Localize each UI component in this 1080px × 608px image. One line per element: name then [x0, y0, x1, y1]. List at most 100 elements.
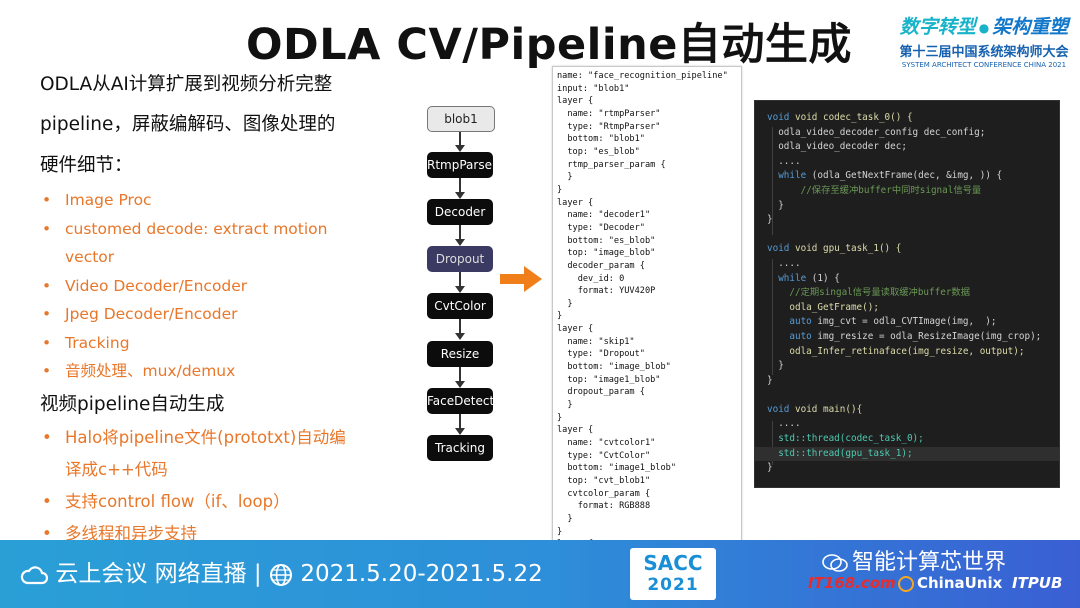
flow-edge: [459, 132, 461, 146]
flow-edge: [459, 367, 461, 382]
code-keyword: while: [778, 170, 807, 182]
intro-line-2: pipeline，屏蔽编解码、图像处理的: [40, 114, 336, 135]
arrow-down-icon: [455, 428, 465, 435]
code-text: img_cvt = odla_CVTImage(img, );: [811, 316, 997, 328]
globe-icon: [270, 563, 292, 586]
list-item-text: Video Decoder/Encoder: [65, 276, 248, 295]
flow-node-resize: Resize: [427, 341, 493, 367]
code-line: auto img_cvt = odla_CVTImage(img, );: [755, 315, 1059, 330]
list-item-text: Jpeg Decoder/Encoder: [65, 305, 238, 323]
bullet-dot-icon: •: [42, 491, 52, 511]
list-item-text: Tracking: [65, 333, 130, 352]
code-line: }: [755, 213, 1059, 228]
code-text: }: [778, 199, 784, 211]
code-text: odla_Infer_retinaface(img_resize, output…: [789, 345, 1025, 357]
code-text: img_resize = odla_ResizeImage(img_crop);: [811, 330, 1042, 342]
code-line: odla_Infer_retinaface(img_resize, output…: [755, 345, 1059, 360]
list-item: •支持control flow（if、loop）: [40, 486, 400, 518]
code-line: ....: [755, 417, 1059, 432]
chinaunix-logo-text: ChinaUnix: [917, 574, 1003, 592]
code-line: void void gpu_task_1() {: [767, 243, 902, 255]
arrow-down-icon: [455, 192, 465, 199]
feature-list: •Image Proc •customed decode: extract mo…: [40, 186, 400, 386]
code-line: void void codec_task_0() {: [767, 112, 913, 123]
list-item-continuation: vector: [40, 243, 400, 272]
code-line: auto img_resize = odla_ResizeImage(img_c…: [755, 330, 1059, 345]
flow-node-cvtcolor: CvtColor: [427, 293, 493, 319]
brand-tagline-2: 架构重塑: [992, 16, 1069, 38]
itpub-logo: ITPUB: [1012, 574, 1063, 592]
code-line: ....: [755, 155, 1059, 170]
code-line: odla_video_decoder dec;: [755, 140, 1059, 155]
code-comment: //保存至缓冲buffer中同时signal信号量: [800, 184, 982, 196]
flow-node-decoder: Decoder: [427, 199, 493, 225]
bullet-dot-icon: •: [42, 305, 52, 323]
bullet-dot-icon: •: [42, 219, 52, 238]
code-text: }: [778, 360, 784, 372]
list-item-text: vector: [65, 248, 115, 266]
indent-guide: [772, 127, 773, 235]
code-line: std::thread(codec_task_0);: [755, 432, 1059, 447]
code-text: }: [767, 214, 773, 226]
list-item: •Halo将pipeline文件(prototxt)自动编: [40, 422, 400, 454]
code-line: }: [755, 461, 1059, 476]
bullet-dot-icon: •: [42, 523, 52, 543]
code-line: [755, 228, 1059, 243]
code-text: odla_video_decoder_config dec_config;: [778, 126, 986, 138]
prototxt-code: name: "face_recognition_pipeline" input:…: [557, 71, 728, 541]
flow-edge: [459, 319, 461, 334]
list-item-text: 多线程和异步支持: [65, 523, 197, 543]
prototxt-panel: name: "face_recognition_pipeline" input:…: [552, 66, 742, 542]
arrow-right-icon: [500, 266, 544, 292]
brand-event-en: SYSTEM ARCHITECT CONFERENCE CHINA 2021: [901, 61, 1067, 69]
list-item-continuation: 译成c++代码: [40, 454, 400, 486]
code-line: //定期singal信号量读取缓冲buffer数据: [755, 286, 1059, 301]
code-line: ....: [755, 257, 1059, 272]
code-text: ....: [778, 257, 801, 269]
section-heading: 视频pipeline自动生成: [40, 393, 225, 415]
cpp-code-panel: void void codec_task_0() { odla_video_de…: [754, 100, 1060, 488]
list-item: •音频处理、mux/demux: [40, 357, 400, 386]
flow-node-blob1: blob1: [427, 106, 495, 132]
code-text: odla_GetFrame();: [789, 301, 879, 313]
footer-banner: 云上会议 网络直播 | 2021.5.20-2021.5.22 SACC 202…: [0, 540, 1080, 608]
code-line: }: [755, 374, 1059, 389]
conference-brand: 数字转型●架构重塑 第十三届中国系统架构师大会 SYSTEM ARCHITECT…: [896, 12, 1072, 69]
arrow-down-icon: [455, 239, 465, 246]
code-text: void codec_task_0() {: [795, 112, 913, 123]
flow-node-dropout: Dropout: [427, 246, 493, 272]
bullet-dot-icon: •: [42, 276, 52, 295]
flow-edge: [459, 272, 461, 287]
list-item: • Tracking: [40, 329, 400, 358]
code-text: (1) {: [806, 272, 840, 284]
code-line: while (1) {: [755, 272, 1059, 287]
sacc-logo-year: 2021: [647, 575, 699, 595]
flow-node-tracking: Tracking: [427, 435, 493, 461]
list-item: • Jpeg Decoder/Encoder: [40, 300, 400, 329]
wechat-icon: [822, 554, 848, 572]
code-line: }: [755, 359, 1059, 374]
list-item: • 多线程和异步支持: [40, 518, 400, 550]
indent-guide: [772, 259, 773, 375]
slide-title: ODLA CV/Pipeline自动生成: [246, 20, 852, 70]
code-line-highlighted: std::thread(gpu_task_1);: [755, 446, 1059, 462]
pipeline-feature-list: •Halo将pipeline文件(prototxt)自动编 译成c++代码 •支…: [40, 422, 400, 550]
code-text: void gpu_task_1() {: [795, 243, 902, 255]
code-keyword: while: [778, 272, 807, 284]
list-item-text: customed decode: extract motion: [65, 219, 328, 238]
bullet-dot-icon: •: [42, 333, 52, 352]
flow-edge: [459, 225, 461, 240]
list-item-text: 译成c++代码: [65, 459, 168, 479]
code-text: std::thread(codec_task_0);: [778, 433, 924, 445]
footer-info: 云上会议 网络直播 | 2021.5.20-2021.5.22: [20, 554, 543, 588]
list-item-text: Image Proc: [65, 191, 152, 209]
code-text: std::thread(gpu_task_1);: [778, 447, 913, 459]
code-line: [755, 388, 1059, 403]
code-line: void void main(){: [767, 403, 863, 415]
flow-edge: [459, 178, 461, 193]
flow-node-facedetect: FaceDetect: [427, 388, 494, 414]
indent-guide: [772, 421, 773, 465]
list-item: •Image Proc: [40, 186, 400, 215]
it168-logo: IT168.com: [808, 574, 896, 592]
code-text: odla_video_decoder dec;: [778, 141, 907, 153]
